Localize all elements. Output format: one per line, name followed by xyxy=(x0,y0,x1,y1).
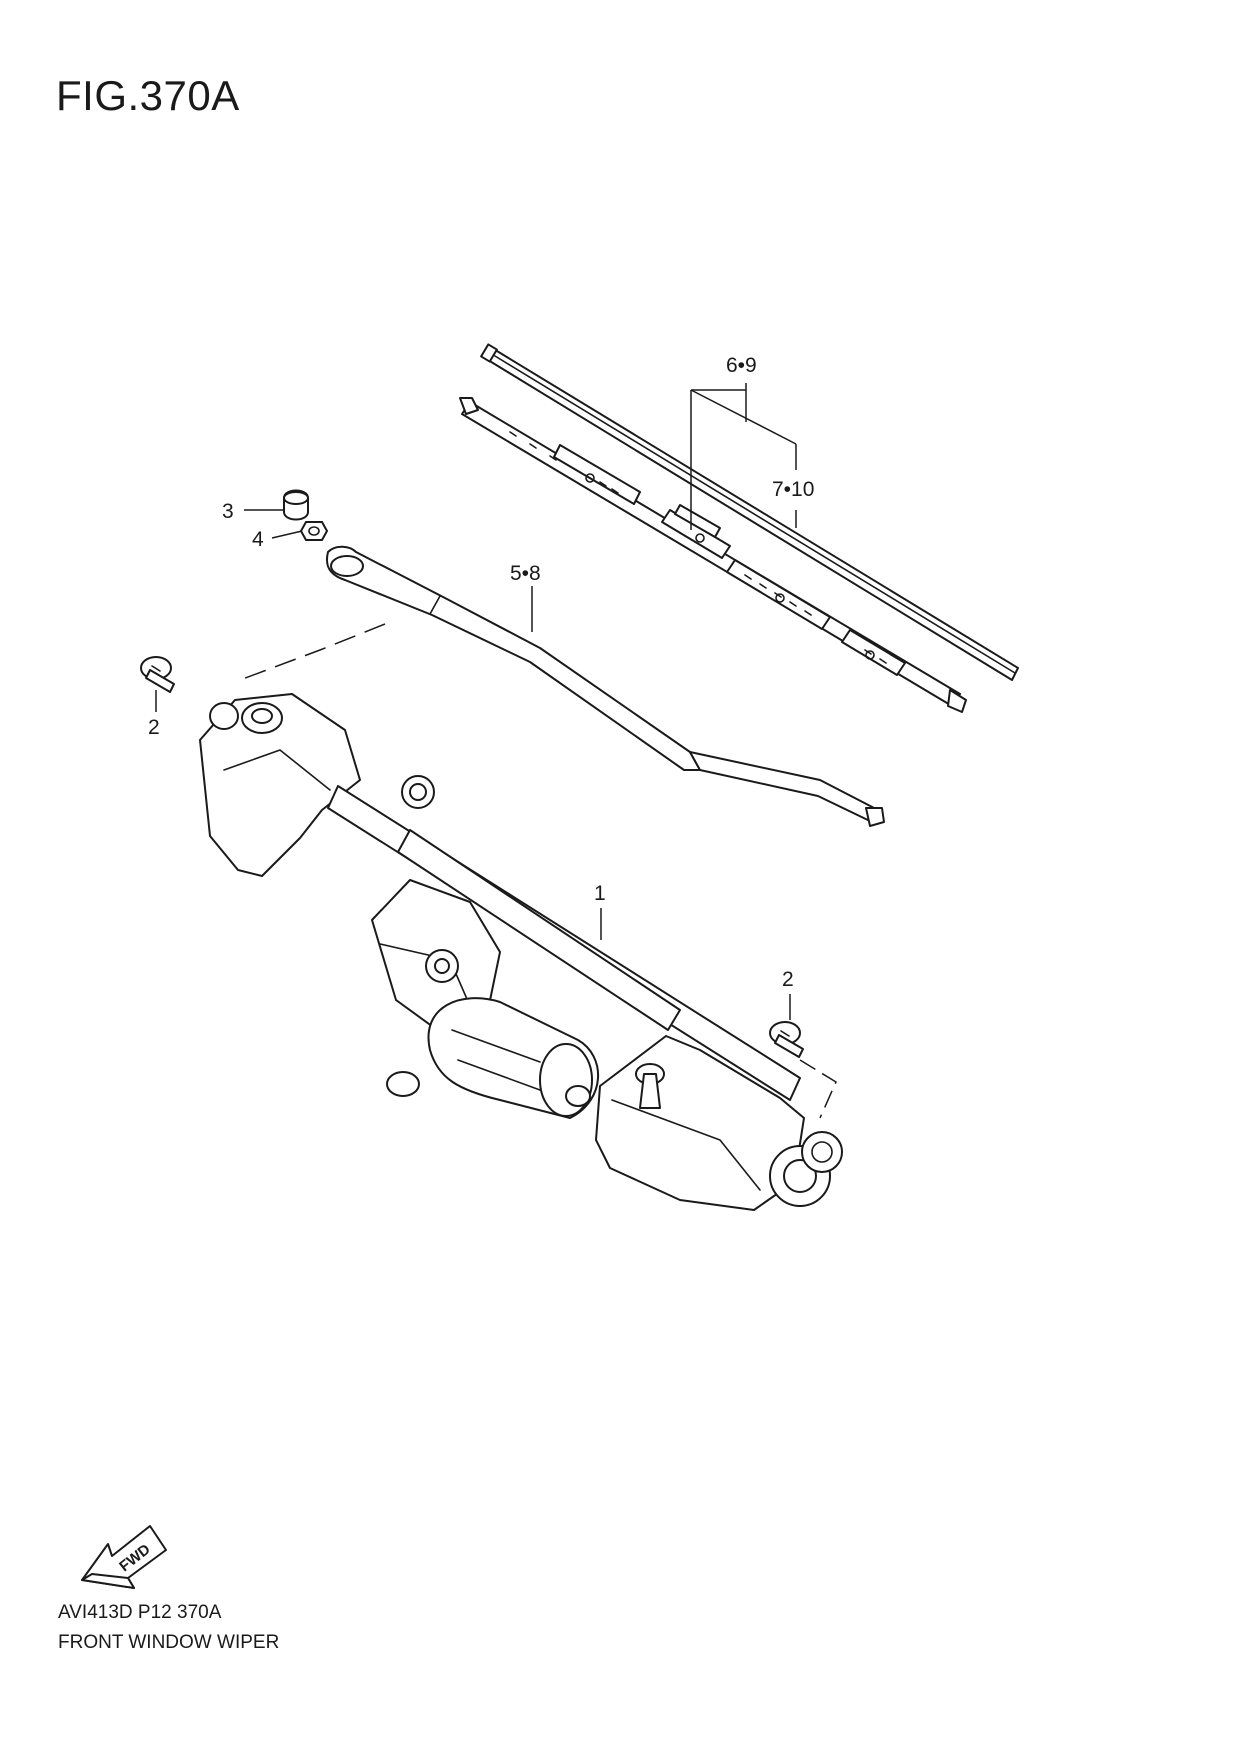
leader-lines xyxy=(155,383,837,1119)
wiper-blade-rubber xyxy=(480,343,1019,681)
callout-3: 3 xyxy=(222,500,234,523)
figure-code: AVI413D P12 370A xyxy=(58,1602,222,1623)
figure-title: FIG.370A xyxy=(56,72,240,119)
callout-2-lower: 2 xyxy=(782,968,794,991)
callout-6-9: 6•9 xyxy=(726,354,757,377)
wiper-linkage-assembly xyxy=(199,693,843,1211)
callout-7-10: 7•10 xyxy=(772,478,814,501)
bolt-upper xyxy=(140,656,175,693)
figure-description: FRONT WINDOW WIPER xyxy=(58,1632,280,1653)
bolt-lower xyxy=(769,1021,804,1058)
arm-nut xyxy=(300,521,328,541)
callout-2-upper: 2 xyxy=(148,716,160,739)
arm-cap xyxy=(283,489,309,521)
callout-4: 4 xyxy=(252,528,264,551)
wiper-blade xyxy=(459,397,967,713)
wiper-arm xyxy=(326,545,885,827)
callout-1: 1 xyxy=(594,882,606,905)
fwd-arrow-icon: FWD xyxy=(81,1525,167,1589)
callout-5-8: 5•8 xyxy=(510,562,541,585)
